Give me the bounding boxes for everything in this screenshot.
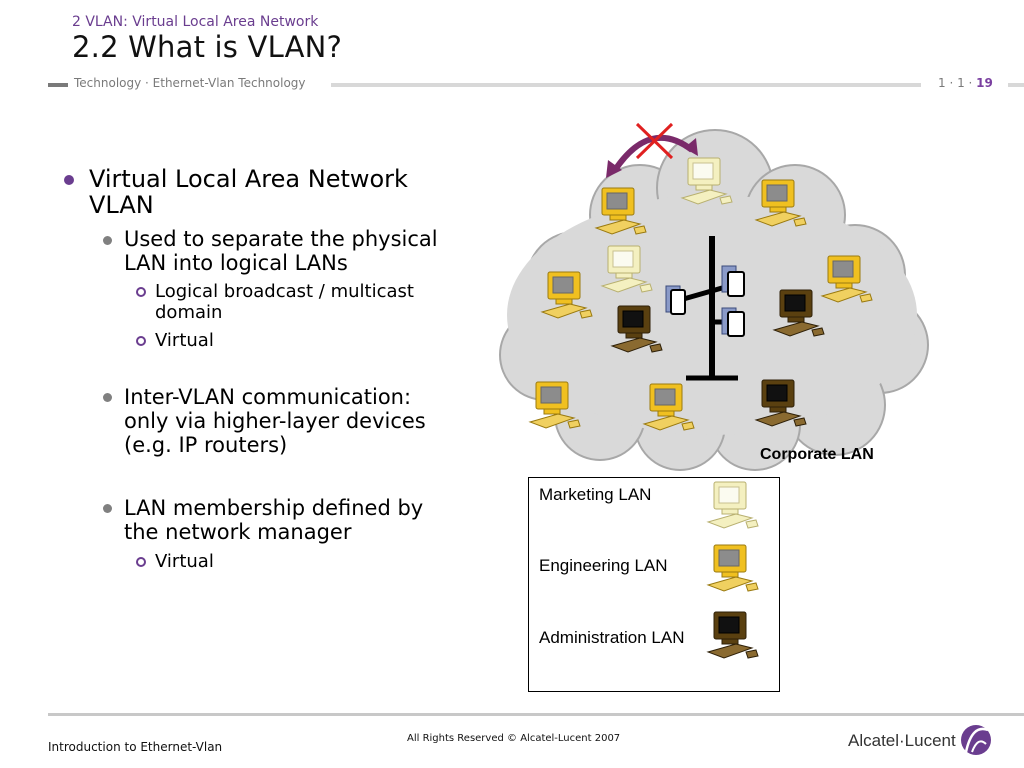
alcatel-lucent-logo-icon (961, 725, 991, 755)
page-number-value: 19 (976, 76, 993, 90)
legend-marketing-label: Marketing LAN (539, 485, 652, 504)
footer-course-title: Introduction to Ethernet-Vlan (48, 740, 223, 754)
switch-icon (665, 236, 745, 381)
bullet-dot (103, 236, 112, 245)
bullet-1: Virtual Local Area Network VLAN (89, 166, 408, 218)
slide-title: 2.2 What is VLAN? (72, 30, 343, 64)
header-rule (331, 83, 921, 87)
legend-box (528, 477, 780, 692)
blocked-communication-arrows (606, 122, 698, 178)
bullet-1b-line3: (e.g. IP routers) (124, 433, 288, 457)
bullet-1c1: Virtual (155, 551, 214, 572)
bullet-1b-line1: Inter-VLAN communication: (124, 385, 412, 409)
legend-administration-label: Administration LAN (539, 628, 685, 647)
bullet-1b-line2: only via higher-layer devices (124, 409, 426, 433)
bullet-1-line2: VLAN (89, 191, 154, 219)
bullet-1a: Used to separate the physical LAN into l… (124, 227, 438, 275)
legend-engineering-label: Engineering LAN (539, 556, 668, 575)
bullet-1a-line1: Used to separate the physical (124, 227, 438, 251)
footer-rule (48, 713, 1024, 716)
course-name: Technology · Ethernet-Vlan Technology (74, 76, 306, 90)
corporate-lan-label: Corporate LAN (760, 446, 874, 463)
bullet-ring (136, 336, 146, 346)
bullet-1a-line2: LAN into logical LANs (124, 251, 348, 275)
bullet-ring (136, 287, 146, 297)
header-rule-right (1008, 83, 1024, 87)
bullet-ring (136, 557, 146, 567)
bullet-1a1-line1: Logical broadcast / multicast (155, 281, 414, 302)
bullet-dot (64, 175, 74, 185)
section-subtitle: 2 VLAN: Virtual Local Area Network (72, 14, 319, 30)
bullet-1c-line2: the network manager (124, 520, 352, 544)
bullet-1a1-line2: domain (155, 302, 223, 323)
alcatel-lucent-logo: Alcatel·Lucent (848, 731, 956, 750)
bullet-dot (103, 504, 112, 513)
bullet-1-line1: Virtual Local Area Network (89, 165, 408, 193)
bullet-1c-line1: LAN membership defined by (124, 496, 424, 520)
bullet-1a1: Logical broadcast / multicast domain (155, 281, 414, 323)
footer-copyright: All Rights Reserved © Alcatel-Lucent 200… (407, 733, 621, 744)
bullet-1a2: Virtual (155, 330, 214, 351)
page-prefix: 1 · 1 · (938, 76, 977, 90)
bullet-1c: LAN membership defined by the network ma… (124, 496, 423, 544)
header-rule-left (48, 83, 68, 87)
bullet-1b: Inter-VLAN communication: only via highe… (124, 385, 426, 457)
bullet-dot (103, 393, 112, 402)
page-number: 1 · 1 · 19 (938, 76, 993, 90)
